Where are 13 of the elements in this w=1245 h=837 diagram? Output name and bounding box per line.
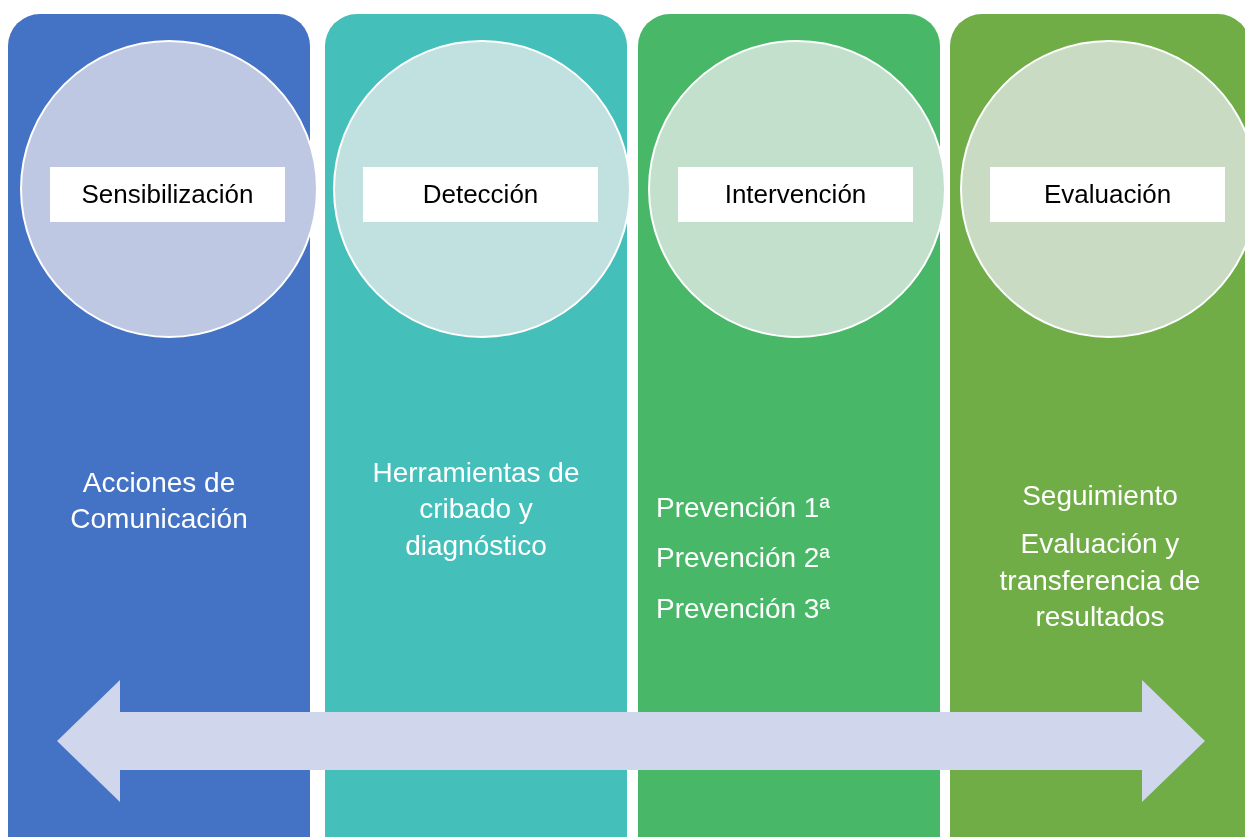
stage-label: Evaluación (990, 167, 1225, 222)
stage-label: Detección (363, 167, 598, 222)
body-text: Prevención 2ª (656, 541, 830, 576)
body-text: Prevención 1ª (656, 491, 830, 525)
stage-label: Sensibilización (50, 167, 285, 222)
body-text: Acciones de Comunicación (69, 466, 249, 537)
body-text: Herramientas de cribado y diagnóstico (371, 456, 581, 563)
column-panel (325, 14, 627, 837)
body-text: Evaluación y transferencia de resultados (998, 527, 1202, 635)
body-text: Prevención 3ª (656, 591, 830, 626)
stage-label: Intervención (678, 167, 913, 222)
body-text: Seguimiento (1022, 479, 1178, 513)
column-panel (950, 14, 1245, 837)
